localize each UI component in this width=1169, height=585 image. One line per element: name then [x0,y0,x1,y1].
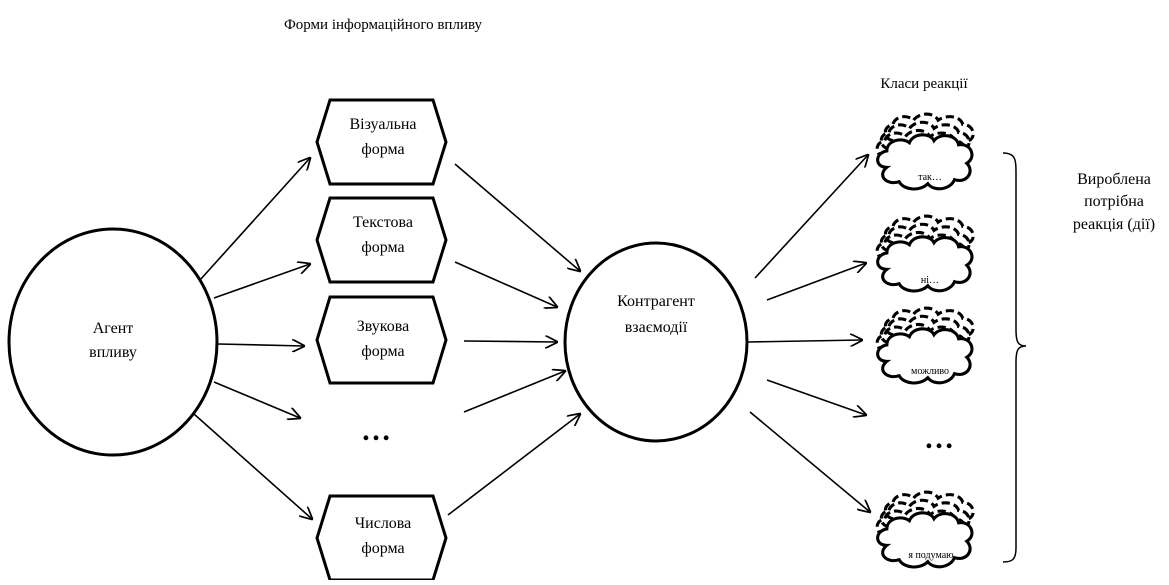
form-hexagon [315,494,448,582]
arrow [193,413,312,519]
form-hexagon [315,98,448,186]
result-label-line3: реакція (дії) [1073,216,1155,233]
form-label-line1: Текстова [353,214,413,231]
form-label-line1: Звукова [357,318,409,335]
reaction-cloud-think: я подумаю [875,490,975,569]
counterpart-label-line1: Контрагент [617,293,695,310]
form-hexagon [315,196,448,284]
form-text: Текстова форма [315,196,448,284]
counterpart-node: Контрагент взаємодії [563,241,749,443]
arrow [217,344,304,346]
form-label-line2: форма [361,540,404,557]
form-label-line2: форма [361,343,404,360]
result-label: Вироблена потрібна реакція (дії) [1073,171,1155,233]
form-label-line2: форма [361,239,404,256]
form-label-line2: форма [361,141,404,158]
arrow [199,158,310,281]
form-label-line1: Візуальна [349,116,416,133]
reaction-cloud-maybe: можливо [875,306,975,385]
arrow [766,263,866,301]
reaction-label: ні… [921,275,939,286]
reaction-label: я подумаю [908,550,954,561]
arrow [213,264,310,299]
arrows-counterpart-to-reactions [747,155,870,512]
counterpart-label-line2: взаємодії [625,319,688,336]
result-label-line2: потрібна [1084,193,1144,210]
form-sound: Звукова форма [315,295,448,385]
agent-circle [7,227,219,457]
arrow [747,340,862,342]
reactions-ellipsis: … [924,422,956,455]
form-label-line1: Числова [355,515,412,532]
result-label-line1: Вироблена [1077,171,1151,188]
forms-ellipsis: … [361,414,393,447]
arrow [454,163,580,271]
form-visual: Візуальна форма [315,98,448,186]
reaction-classes-title: Класи реакції [880,76,968,92]
diagram-title: Форми інформаційного впливу [284,17,483,33]
counterpart-circle [563,241,749,443]
arrow [749,411,870,512]
form-hexagon [315,295,448,385]
form-numeric: Числова форма [315,494,448,582]
reaction-label: так… [918,172,942,183]
agent-label-line1: Агент [93,320,134,337]
agent-label-line2: впливу [89,344,137,361]
reaction-label: можливо [911,366,949,377]
reaction-cloud-no: ні… [875,214,975,293]
arrow [463,341,557,342]
curly-brace [1002,152,1027,563]
arrow [213,381,300,418]
arrow [447,414,580,516]
arrow [754,155,868,279]
arrows-agent-to-forms [193,158,312,519]
arrows-forms-to-counterpart [447,163,580,516]
arrow [463,371,565,413]
arrow [454,261,557,307]
agent-node: Агент впливу [7,227,219,457]
arrow [766,379,866,415]
reaction-cloud-yes: так… [875,112,975,191]
